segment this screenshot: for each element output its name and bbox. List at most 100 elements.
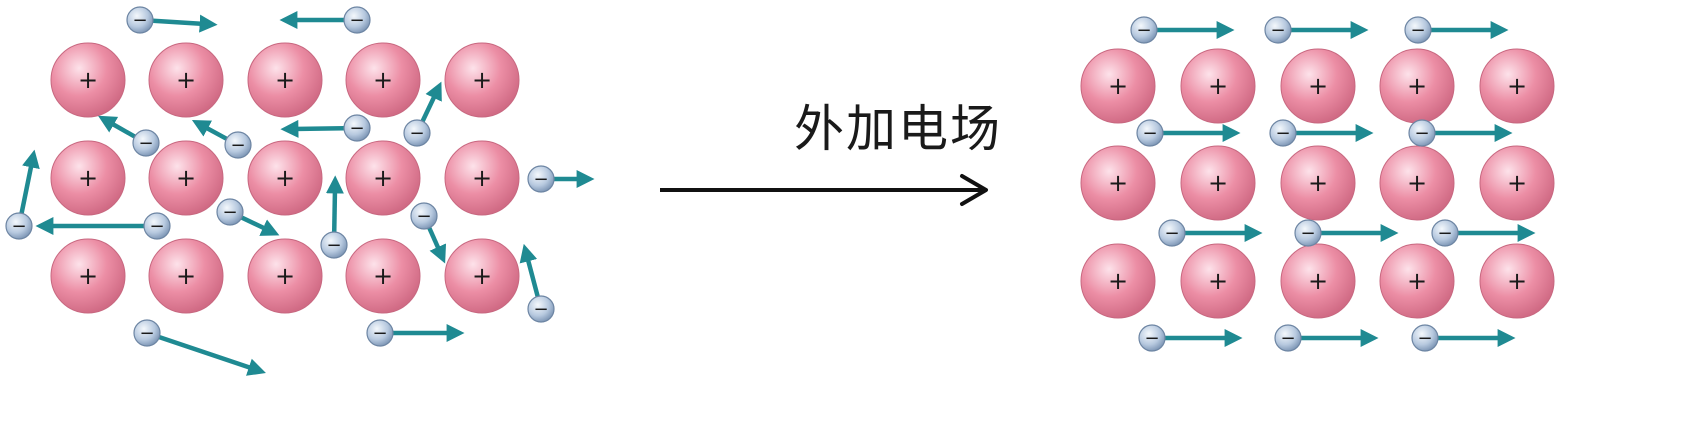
electron-left-4: − (191, 119, 252, 159)
electron (216, 198, 244, 226)
electron (5, 212, 33, 240)
lattice-ion-left-r1c3: + (247, 42, 323, 118)
positive-charge-symbol: + (1407, 72, 1427, 100)
electron (133, 319, 161, 347)
positive-charge-symbol: + (1208, 72, 1228, 100)
lattice-ion-right-r3c1: + (1080, 243, 1156, 319)
velocity-arrow (158, 335, 266, 376)
lattice-ion-right-r2c1: + (1080, 145, 1156, 221)
negative-charge-symbol: − (349, 10, 364, 31)
applied-field-label: 外加电场 (794, 100, 1002, 158)
lattice-ion-right-r1c1: + (1080, 48, 1156, 124)
positive-charge-symbol: + (1507, 72, 1527, 100)
positive-charge-symbol: + (373, 66, 393, 94)
positive-charge-symbol: + (1208, 267, 1228, 295)
positive-charge-symbol: + (1308, 267, 1328, 295)
electron-right-6: − (1408, 119, 1513, 147)
electron-right-8: − (1294, 219, 1399, 247)
electron-right-3: − (1404, 16, 1509, 44)
lattice-ion-left-r1c5: + (444, 42, 520, 118)
lattice-ion-right-r1c2: + (1180, 48, 1256, 124)
positive-charge-symbol: + (275, 66, 295, 94)
lattice-ion-left-r1c2: + (148, 42, 224, 118)
electron (1294, 219, 1322, 247)
lattice-ion-left-r2c4: + (345, 140, 421, 216)
electron (343, 114, 371, 142)
positive-charge-symbol: + (176, 66, 196, 94)
positive-charge-symbol: + (1208, 169, 1228, 197)
positive-charge-symbol: + (275, 262, 295, 290)
electron-left-14: − (133, 319, 266, 376)
lattice-ion-right-r2c2: + (1180, 145, 1256, 221)
lattice-ion-right-r3c5: + (1479, 243, 1555, 319)
positive-charge-symbol: + (1308, 169, 1328, 197)
electron-left-2: − (279, 6, 371, 34)
electron (343, 6, 371, 34)
electron-right-4: − (1136, 119, 1241, 147)
electron (1130, 16, 1158, 44)
lattice-ion-right-r1c3: + (1280, 48, 1356, 124)
negative-charge-symbol: − (138, 133, 153, 154)
electron (126, 6, 154, 34)
positive-charge-symbol: + (1308, 72, 1328, 100)
positive-charge-symbol: + (275, 164, 295, 192)
electron-right-2: − (1264, 16, 1369, 44)
positive-charge-symbol: + (373, 262, 393, 290)
velocity-arrow (191, 119, 228, 141)
electron-left-15: − (366, 319, 465, 347)
lattice-ion-right-r2c4: + (1379, 145, 1455, 221)
electron (403, 119, 431, 147)
lattice-ion-left-r3c2: + (148, 238, 224, 314)
negative-charge-symbol: − (230, 135, 245, 156)
field-arrow-head (960, 174, 988, 206)
electron (527, 295, 555, 323)
negative-charge-symbol: − (416, 206, 431, 227)
electron-right-11: − (1274, 324, 1379, 352)
negative-charge-symbol: − (1300, 223, 1315, 244)
positive-charge-symbol: + (1507, 267, 1527, 295)
positive-charge-symbol: + (78, 66, 98, 94)
lattice-ion-left-r3c1: + (50, 238, 126, 314)
negative-charge-symbol: − (1417, 328, 1432, 349)
electron (527, 165, 555, 193)
negative-charge-symbol: − (222, 202, 237, 223)
velocity-arrow (152, 14, 218, 33)
lattice-ion-left-r3c3: + (247, 238, 323, 314)
electron-left-11: − (410, 202, 447, 264)
electron (320, 231, 348, 259)
positive-charge-symbol: + (1407, 267, 1427, 295)
negative-charge-symbol: − (11, 216, 26, 237)
lattice-ion-left-r1c1: + (50, 42, 126, 118)
electron (410, 202, 438, 230)
velocity-arrow (519, 243, 540, 298)
negative-charge-symbol: − (1410, 20, 1425, 41)
lattice-ion-left-r3c4: + (345, 238, 421, 314)
negative-charge-symbol: − (1144, 328, 1159, 349)
electron (132, 129, 160, 157)
negative-charge-symbol: − (149, 216, 164, 237)
negative-charge-symbol: − (409, 123, 424, 144)
velocity-arrow (98, 115, 136, 139)
negative-charge-symbol: − (1136, 20, 1151, 41)
positive-charge-symbol: + (78, 262, 98, 290)
negative-charge-symbol: − (1414, 123, 1429, 144)
electron (1138, 324, 1166, 352)
velocity-arrow (427, 226, 447, 264)
electron-left-7: − (5, 149, 40, 240)
lattice-ion-left-r2c5: + (444, 140, 520, 216)
lattice-ion-left-r2c1: + (50, 140, 126, 216)
lattice-ion-left-r1c4: + (345, 42, 421, 118)
lattice-ion-left-r2c3: + (247, 140, 323, 216)
negative-charge-symbol: − (372, 323, 387, 344)
positive-charge-symbol: + (1507, 169, 1527, 197)
electron (1274, 324, 1302, 352)
electron-left-6: − (403, 81, 442, 147)
electron-right-5: − (1269, 119, 1374, 147)
electron-right-1: − (1130, 16, 1235, 44)
positive-charge-symbol: + (1108, 72, 1128, 100)
electron (1136, 119, 1164, 147)
electron (366, 319, 394, 347)
negative-charge-symbol: − (1275, 123, 1290, 144)
lattice-ion-right-r1c5: + (1479, 48, 1555, 124)
